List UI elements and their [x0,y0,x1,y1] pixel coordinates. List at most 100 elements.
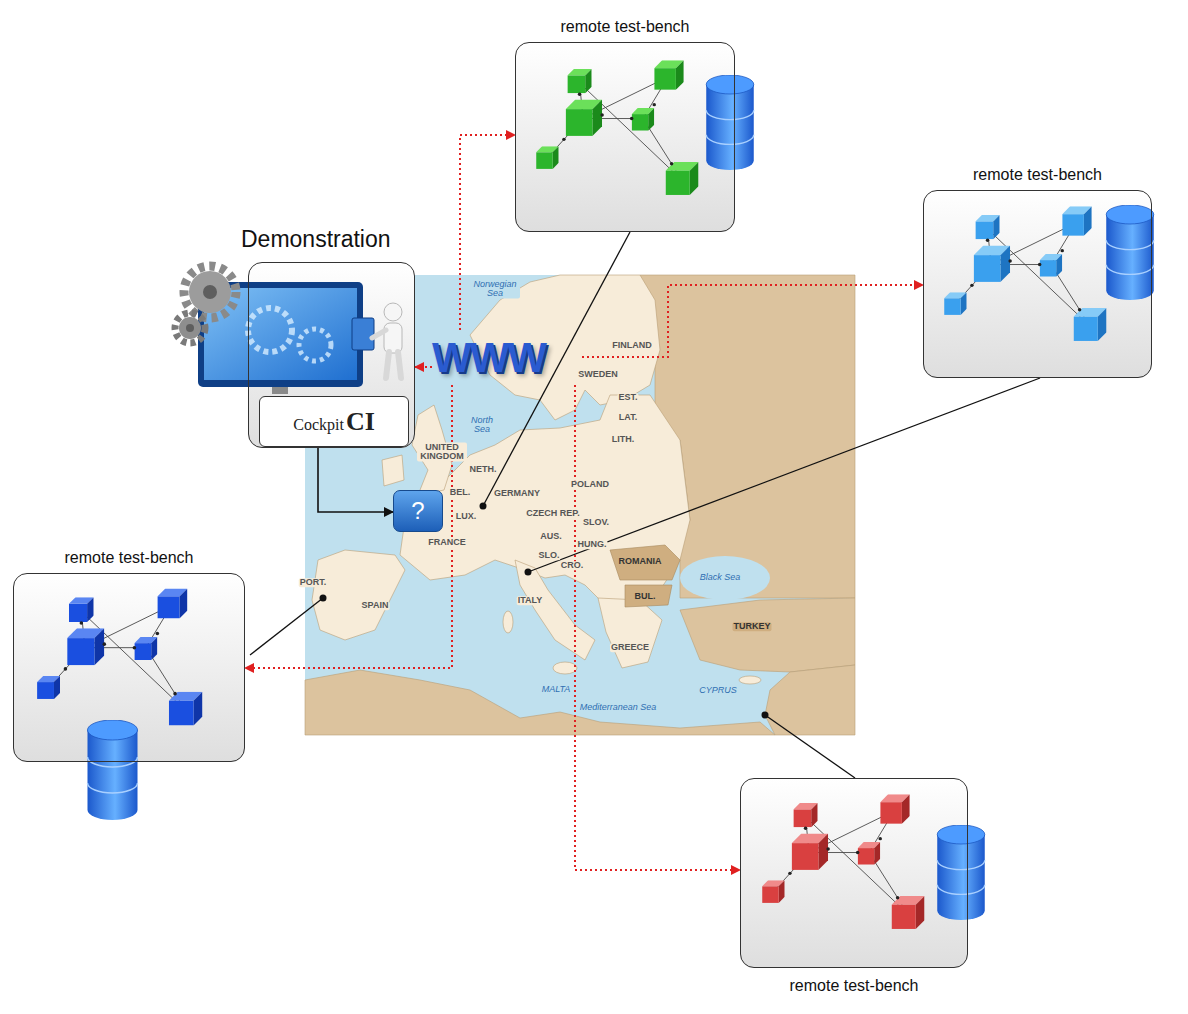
map-label: SLO. [537,551,560,560]
network-link [245,385,452,668]
sea [305,275,855,735]
network-link [460,135,515,330]
map-label: CZECH REP. [525,509,580,518]
test-bench-box: remote test-bench [740,778,968,968]
demo-box: DemonstrationCockpitCI [248,262,415,448]
map-label: ITALY [517,596,544,605]
romania-land [610,545,680,580]
person-leg [386,352,389,378]
box-heading: remote test-bench [561,18,690,36]
internet-node: WWW [432,330,582,385]
screen-gear [248,308,292,352]
location-dot [480,503,487,510]
test-bench-box: remote test-bench [13,573,245,762]
sardinia-land [503,611,513,633]
logo-letters: CI [346,407,375,437]
network-link [415,366,432,368]
africa-land [305,670,775,735]
location-dot [320,595,327,602]
person-body [384,323,402,353]
question-box: ? [393,490,443,532]
person-leg [398,352,401,378]
map-label: HUNG. [577,540,608,549]
location-dot [525,569,532,576]
box-heading: remote test-bench [65,549,194,567]
map-label: LAT. [618,413,638,422]
location-dot [762,712,769,719]
gear [189,271,231,313]
map-label: PORT. [299,578,328,587]
sicily-land [553,662,577,674]
monitor-stand [272,387,288,394]
turkey-land [680,598,855,672]
map-label: MALTA [541,685,572,694]
database-cylinder [88,720,138,820]
box-heading: Demonstration [241,226,391,253]
gear [203,285,217,299]
database-cylinder [706,75,754,170]
logo-box: CockpitCI [259,396,409,447]
map-label: GERMANY [493,489,541,498]
black-sea [680,556,770,600]
ireland-land [382,455,404,486]
map-label: Mediterranean Sea [579,703,658,712]
database-cylinder [1106,205,1154,300]
map-label: TURKEY [732,622,771,631]
network-picture [944,206,1106,341]
italy-land [515,560,595,660]
map-label: CYPRUS [698,686,738,695]
map-label: GREECE [610,643,650,652]
flow-arrow [318,448,393,512]
map-label: Black Sea [699,573,742,582]
logo-word: Cockpit [293,416,344,434]
map-label: SLOV. [582,518,610,527]
balkan-land [598,598,662,668]
screen-gear [299,329,331,361]
computer-picture [175,266,402,405]
location-dots [320,503,769,719]
leader-line [528,378,1040,572]
network-pictures [37,60,1154,929]
map-label: SWEDEN [577,370,619,379]
box-grounds [13,42,1152,968]
gear [179,317,201,339]
database-cylinder [937,825,985,920]
box-heading: remote test-bench [973,166,1102,184]
internet-label: WWW [432,334,545,382]
map-label: LUX. [455,512,478,521]
map-label: SPAIN [361,601,390,610]
network-picture [37,588,202,725]
leader-lines [250,232,1040,778]
gear [184,266,236,318]
network-link [575,385,740,870]
leader-line [250,598,323,655]
map-label: Norwegian Sea [470,280,520,299]
person-arm [372,330,386,338]
map-label: UNITED KINGDOM [417,443,467,462]
map-label: LITH. [611,435,636,444]
network-link [582,285,923,357]
map-label: CRO. [560,561,585,570]
network-picture [536,60,698,195]
map-label: BEL. [449,488,472,497]
gear [186,324,194,332]
map-label: FINLAND [611,341,653,350]
map-label: North Sea [466,416,498,435]
map-label: NETH. [469,465,498,474]
box-ground [740,778,968,968]
leader-line [765,715,855,778]
test-bench-box: remote test-bench [515,42,735,232]
mainland-land [400,395,690,612]
box-heading: remote test-bench [790,977,919,995]
map-label: ROMANIA [618,557,663,566]
map-label: AUS. [539,532,563,541]
iberia-land [312,550,405,640]
network-picture [762,794,924,929]
map-label: FRANCE [427,538,467,547]
question-mark: ? [411,497,424,525]
box-ground [515,42,735,232]
person-head [384,303,402,321]
